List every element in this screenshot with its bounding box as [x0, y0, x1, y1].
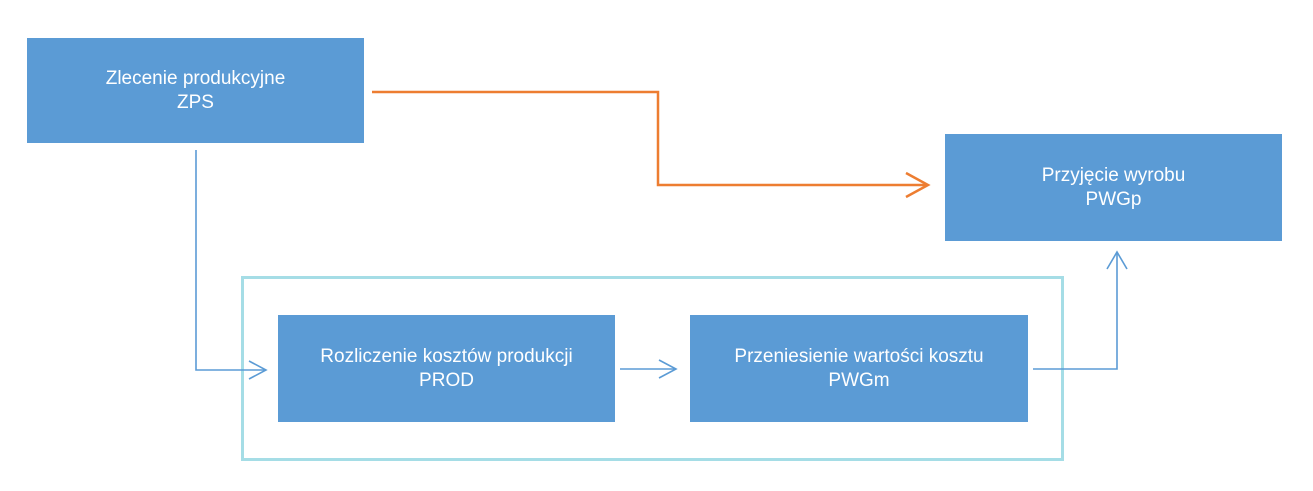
node-pwgp: Przyjęcie wyrobu PWGp [945, 134, 1282, 241]
node-zps: Zlecenie produkcyjne ZPS [27, 38, 364, 143]
node-pwgm: Przeniesienie wartości kosztu PWGm [690, 315, 1028, 422]
node-pwgm-code: PWGm [828, 369, 890, 391]
arrow-zps-to-pwgp [372, 90, 926, 187]
arrow-zps-to-prod [195, 150, 266, 371]
node-pwgm-title: Przeniesienie wartości kosztu [734, 345, 984, 367]
node-pwgp-title: Przyjęcie wyrobu [1041, 164, 1186, 186]
node-zps-title: Zlecenie produkcyjne [105, 67, 286, 89]
arrowhead-pwgm-to-pwgp [1106, 250, 1128, 270]
node-prod-title: Rozliczenie kosztów produkcji [320, 345, 573, 367]
arrowhead-zps-to-pwgp [905, 171, 931, 199]
node-prod-code: PROD [419, 369, 474, 391]
node-zps-code: ZPS [177, 91, 214, 113]
arrow-pwgm-to-pwgp [1033, 252, 1118, 370]
arrowhead-zps-to-prod [248, 360, 268, 380]
node-pwgp-code: PWGp [1085, 188, 1142, 210]
node-prod: Rozliczenie kosztów produkcji PROD [278, 315, 615, 422]
arrowhead-prod-to-pwgm [658, 359, 678, 379]
